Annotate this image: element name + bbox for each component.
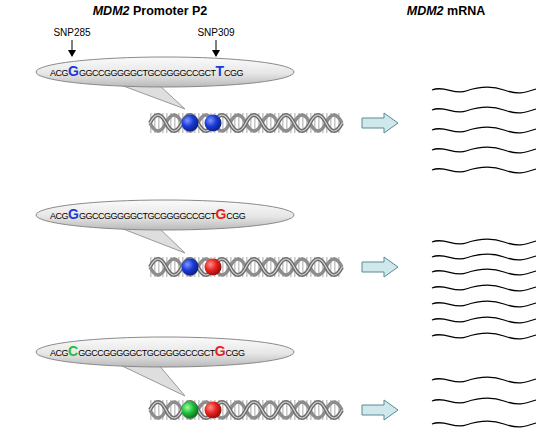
mrna-strand [432, 87, 536, 93]
mrna-strand [432, 167, 536, 173]
mrna-strand [432, 285, 536, 291]
gene-name: MDM2 [407, 4, 444, 18]
column-heading: MDM2 mRNA [407, 4, 485, 18]
mrna-strand [432, 421, 536, 427]
mrna-strand [432, 333, 536, 339]
snp-base: T [215, 63, 224, 79]
callout-wedge [118, 364, 185, 396]
snp-pointer [216, 40, 217, 56]
dna-helix [150, 113, 342, 133]
snp-base: C [68, 343, 78, 359]
callout-wedge [118, 84, 185, 109]
mrna-strand [432, 317, 536, 323]
dna-sequence: ACGGGGCCGGGGGCTGCGGGGCCGCTTCGG [50, 63, 243, 81]
mrna-strand [432, 377, 536, 383]
allele-dot [182, 115, 199, 132]
snp-base: G [215, 343, 226, 359]
snp-pointer [72, 40, 73, 56]
sequence-ellipse: ACGCGGCCGGGGGCTGCGGGGCCGCTGCGG [35, 336, 295, 368]
snp-base: G [215, 206, 226, 222]
mrna-strand [432, 239, 536, 245]
figure-title: MDM2 Promoter P2 [93, 4, 208, 18]
snp-base: G [68, 206, 79, 222]
mrna-strand [432, 107, 536, 113]
callout-wedge [118, 227, 185, 253]
allele-dot [205, 115, 222, 132]
sequence-ellipse: ACGGGGCCGGGGGCTGCGGGGCCGCTGCGG [35, 199, 295, 231]
block-arrow [362, 400, 398, 420]
snp-label: SNP285 [53, 27, 90, 38]
allele-dot [182, 402, 199, 419]
dna-helix [150, 257, 342, 277]
allele-dot [205, 259, 222, 276]
mrna-strand [432, 254, 536, 260]
dna-helix [150, 400, 342, 420]
allele-dot [205, 402, 222, 419]
gene-name: MDM2 [93, 4, 130, 18]
mrna-strand [432, 269, 536, 275]
mrna-strand [432, 147, 536, 153]
mrna-strand [432, 127, 536, 133]
allele-dot [182, 259, 199, 276]
mrna-strand [432, 398, 536, 404]
block-arrow [362, 257, 398, 277]
mrna-strand [432, 301, 536, 307]
block-arrow [362, 113, 398, 133]
sequence-ellipse: ACGGGGCCGGGGGCTGCGGGGCCGCTTCGG [35, 56, 295, 88]
snp-label: SNP309 [197, 27, 234, 38]
dna-sequence: ACGGGGCCGGGGGCTGCGGGGCCGCTGCGG [50, 206, 245, 224]
snp-base: G [68, 63, 79, 79]
dna-sequence: ACGCGGCCGGGGGCTGCGGGGCCGCTGCGG [50, 343, 245, 361]
